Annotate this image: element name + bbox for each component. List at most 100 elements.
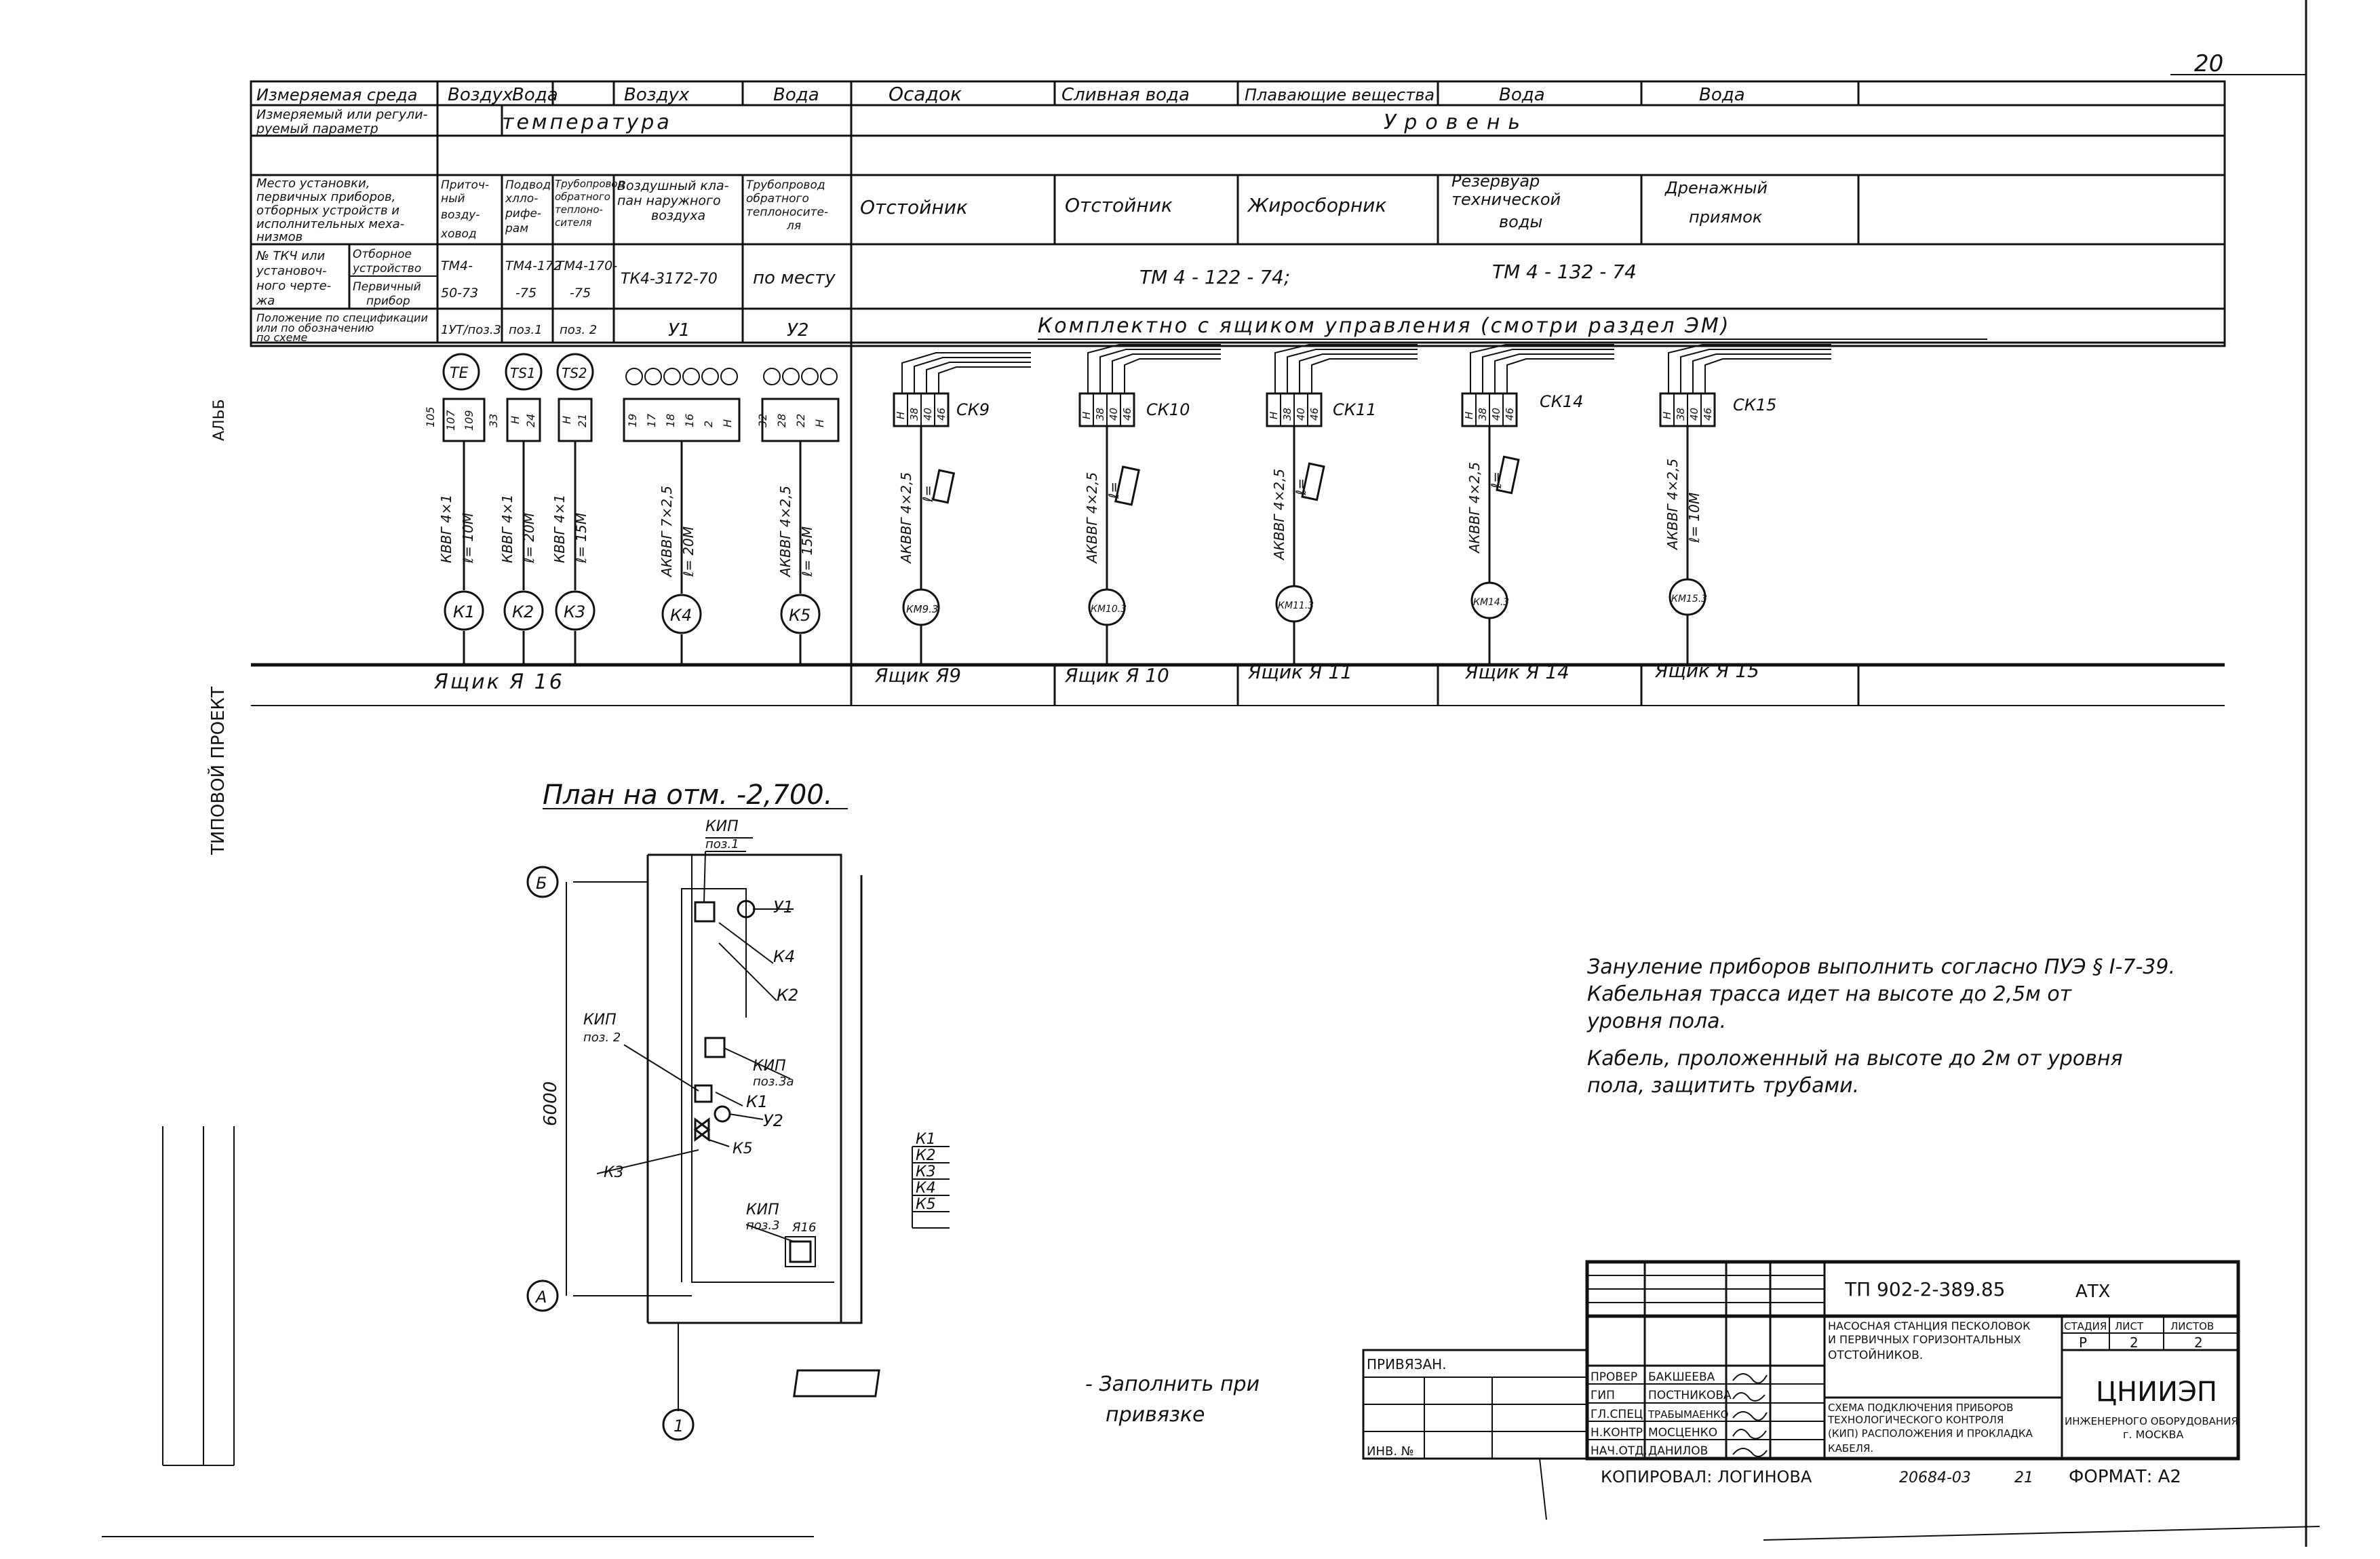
cable-bundle-list: К1 К2 К3 К4 К5	[912, 1131, 950, 1229]
place-3-2: обратного	[555, 191, 610, 203]
axis-1-label: 1	[674, 1417, 684, 1436]
tb-signatures	[1732, 1373, 1768, 1457]
fill-in-box-11	[1301, 462, 1325, 501]
place-4-3: воздуха	[651, 208, 705, 223]
place-4-1: Воздушный кла-	[617, 178, 729, 193]
cable-k3-spec: КВВГ 4×1	[551, 495, 568, 563]
tb-name-1: БАКШЕЕВА	[1648, 1370, 1715, 1384]
u1-wire-4: 16	[683, 414, 696, 427]
place-5-2: обратного	[746, 192, 809, 206]
bundle-k2: К2	[916, 1147, 936, 1164]
place-10-1: Дренажный	[1664, 178, 1768, 197]
ck14-label: СК14	[1540, 392, 1583, 411]
cable-k3-len: ℓ= 15М	[573, 513, 589, 564]
ck14-wire-1: H	[1463, 412, 1475, 419]
note-2: Кабельная трасса идет на высоте до 2,5м …	[1587, 982, 2073, 1006]
tb-org-2: ИНЖЕНЕРНОГО ОБОРУДОВАНИЯ	[2065, 1415, 2238, 1427]
bundle-k5: К5	[916, 1196, 936, 1213]
ts1-wire-1: H	[509, 416, 522, 424]
note-3: уровня пола.	[1586, 1009, 1726, 1033]
cable-marker-km10-label: КМ10.3	[1091, 604, 1127, 615]
cable-km15-len: ℓ= 10М	[1686, 493, 1702, 543]
label-place-4: исполнительных меха-	[256, 217, 404, 231]
medium-5: Осадок	[889, 83, 962, 105]
ck10-wire-4: 46	[1121, 408, 1133, 421]
pos-3: поз. 2	[560, 323, 597, 337]
plan-title: План на отм. -2,700.	[543, 780, 832, 811]
tb-name-5: ДАНИЛОВ	[1648, 1444, 1708, 1458]
sensor-ts1	[505, 353, 543, 391]
label-tk-sub-3: Первичный	[353, 280, 421, 294]
place-3-1: Трубопровод	[555, 178, 625, 190]
ck15-wire-2: 38	[1675, 408, 1687, 421]
medium-8: Вода	[1499, 85, 1545, 105]
cable-km9-len: ℓ=	[920, 485, 936, 503]
fill-in-box-10	[1114, 465, 1140, 506]
tk-5: по месту	[753, 268, 836, 288]
place-4-2: пан наружного	[617, 193, 721, 208]
te-wire-4: 33	[487, 414, 500, 427]
cable-marker-k1	[444, 590, 484, 631]
tb-title-7: КАБЕЛЯ.	[1828, 1442, 1873, 1455]
cable-marker-km15	[1669, 578, 1706, 616]
cable-km15-spec: АКВВГ 4×2,5	[1664, 459, 1681, 551]
plan-kip-1: КИП	[705, 818, 739, 835]
tk-3-1: ТМ4-170-	[556, 258, 617, 273]
ck15-wire-4: 46	[1702, 408, 1714, 421]
side-label-typical: ТИПОВОЙ ПРОЕКТ	[207, 687, 229, 855]
plan-kip-1-pos: поз.1	[705, 837, 739, 851]
medium-2: Вода	[512, 85, 558, 105]
label-tk-sub-1: Отборное	[353, 248, 412, 261]
place-3-4: сителя	[555, 216, 592, 229]
label-place-5: низмов	[256, 230, 303, 244]
te-wire-2: 107	[444, 410, 457, 431]
place-9-2: технической	[1451, 190, 1561, 209]
cable-km11-len: ℓ=	[1293, 478, 1309, 496]
tb-stage: Р	[2079, 1334, 2087, 1351]
tb-title-3: ОТСТОЙНИКОВ.	[1828, 1347, 1923, 1362]
cable-k2-spec: КВВГ 4×1	[499, 495, 515, 563]
cable-km11-spec: АКВВГ 4×2,5	[1271, 469, 1287, 561]
plan-kip-4-pos: поз.3	[746, 1218, 780, 1233]
bundle-k4: К4	[916, 1180, 936, 1197]
place-1-3: возду-	[441, 208, 480, 222]
cable-marker-km11	[1275, 585, 1313, 623]
tb-sheet: 2	[2130, 1334, 2139, 1351]
legend: - Заполнить при привязке	[793, 1369, 1260, 1427]
te-wire-3: 109	[463, 410, 475, 431]
place-7: Отстойник	[1065, 194, 1173, 216]
tk-2-1: ТМ4-172	[505, 258, 562, 273]
pos-4: У1	[668, 320, 690, 341]
ck10-wire-3: 40	[1108, 408, 1120, 421]
actuator-u2-terminals	[763, 368, 838, 385]
u2-wire-1: 32	[756, 414, 769, 427]
sensor-te-label: ТЕ	[450, 365, 468, 382]
place-1-1: Приточ-	[441, 178, 489, 192]
side-label-album: АЛЬБ	[211, 399, 228, 441]
plan-k3: К3	[604, 1164, 624, 1181]
place-2-1: Подвод	[505, 178, 551, 192]
tk-4: ТК4-3172-70	[621, 271, 718, 288]
cable-km9-spec: АКВВГ 4×2,5	[898, 472, 914, 564]
legend-line-2: привязке	[1106, 1403, 1205, 1427]
tb-role-4: Н.КОНТР	[1591, 1426, 1643, 1440]
tb-name-2: ПОСТНИКОВА	[1648, 1389, 1732, 1402]
ck9-label: СК9	[956, 400, 990, 419]
param-temperature: температура	[502, 111, 672, 134]
label-pos-3: по схеме	[256, 331, 308, 344]
pos-1: 1УТ/поз.3	[441, 323, 501, 337]
axis-a-label: А	[534, 1288, 547, 1307]
cable-k5-spec: АКВВГ 4×2,5	[777, 486, 794, 578]
place-5-1: Трубопровод	[746, 178, 825, 192]
cable-k4-len: ℓ= 20М	[680, 526, 697, 577]
cable-marker-km9	[902, 588, 940, 626]
tk-tm-122: ТМ 4 - 122 - 74;	[1139, 266, 1290, 288]
plan-u1: У1	[773, 898, 794, 917]
cable-marker-k5	[780, 594, 821, 634]
schematic: ТЕ TS1 TS2 105 107 109 33 H 24 H 21	[424, 344, 1831, 694]
tk-tm-132: ТМ 4 - 132 - 74	[1492, 261, 1637, 283]
ck14-wire-3: 40	[1490, 408, 1502, 421]
cable-marker-km11-label: КМ11.3	[1278, 600, 1314, 611]
box-ya9: Ящик Я9	[874, 664, 961, 687]
